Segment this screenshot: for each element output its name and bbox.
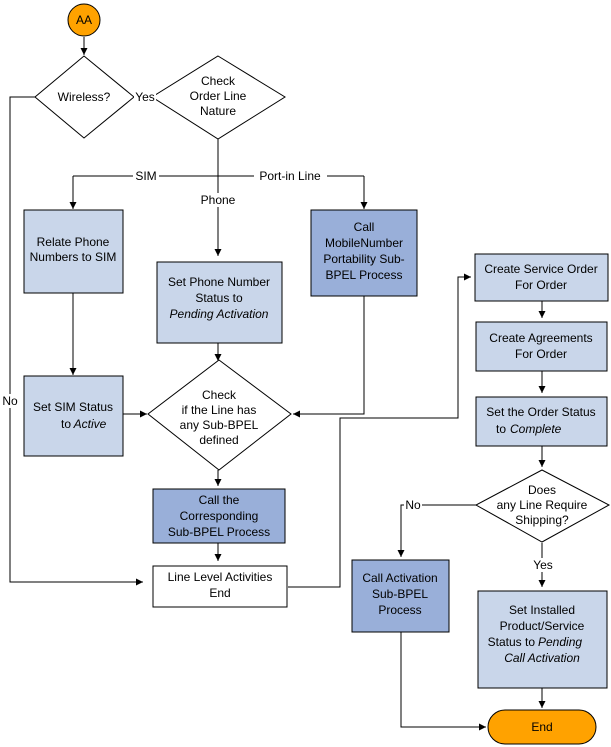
phone-label: Phone [201,193,236,207]
check-nature-line1: Check [201,74,236,88]
call-corr-line3: Sub-BPEL Process [168,525,270,539]
shipping-line2: any Line Require [497,498,588,512]
relate-phone-line1: Relate Phone [37,235,110,249]
installed-line1: Set Installed [509,603,575,617]
wireless-label: Wireless? [58,90,111,104]
shipping-line3: Shipping? [515,513,569,527]
call-mnp-line3: Portability Sub- [323,252,404,266]
connectors [9,37,546,731]
check-nature-decision: Check Order Line Nature [151,55,286,140]
set-sim-status-box: Set SIM Status to Active [23,375,124,457]
call-mnp-box: Call MobileNumber Portability Sub- BPEL … [310,209,418,297]
installed-line3-italic: Pending [538,635,582,649]
start-label: AA [76,13,92,27]
end-terminator: End [487,709,597,745]
portin-label: Port-in Line [259,169,321,183]
line-level-line1: Line Level Activities [168,570,273,584]
service-order-line1: Create Service Order [484,262,597,276]
set-phone-line2: Status to [195,291,243,305]
check-subbpel-line2: if the Line has [182,403,257,417]
call-activation-box: Call Activation Sub-BPEL Process [351,559,450,633]
set-phone-status-box: Set Phone Number Status to Pending Activ… [156,261,283,344]
set-installed-box: Set Installed Product/Service Status to … [477,590,608,689]
set-sim-line1: Set SIM Status [33,400,113,414]
relate-phone-box: Relate Phone Numbers to SIM [23,209,124,294]
set-phone-line3: Pending Activation [170,307,269,321]
check-subbpel-decision: Check if the Line has any Sub-BPEL defin… [147,359,292,471]
call-activation-line2: Sub-BPEL [372,587,428,601]
set-phone-line1: Set Phone Number [168,275,270,289]
call-corr-line1: Call the [199,493,240,507]
installed-line4: Call Activation [504,651,580,665]
shipping-decision: Does any Line Require Shipping? [474,469,611,543]
set-order-status-box: Set the Order Status to Complete [475,396,608,447]
yes-label-shipping: Yes [533,558,553,572]
yes-label-wireless: Yes [135,90,155,104]
check-nature-line3: Nature [200,104,236,118]
installed-line3: Status to [488,635,536,649]
installed-line2: Product/Service [500,619,585,633]
call-corresponding-box: Call the Corresponding Sub-BPEL Process [152,488,286,544]
order-status-line1: Set the Order Status [486,405,595,419]
shipping-line1: Does [528,483,556,497]
relate-phone-line2: Numbers to SIM [30,250,117,264]
create-agreements-box: Create Agreements For Order [475,321,608,372]
set-sim-line2: to [61,417,71,431]
wireless-decision: Wireless? [34,55,135,139]
call-mnp-line1: Call [354,220,375,234]
no-label-wireless: No [2,394,18,408]
call-activation-line1: Call Activation [362,571,437,585]
service-order-line2: For Order [515,278,567,292]
create-service-order-box: Create Service Order For Order [474,253,609,302]
agreements-line1: Create Agreements [489,331,592,345]
order-status-italic: Complete [510,422,562,436]
set-sim-line2-italic: Active [73,417,107,431]
agreements-line2: For Order [515,347,567,361]
check-subbpel-line4: defined [199,433,238,447]
check-subbpel-line3: any Sub-BPEL [180,418,259,432]
check-subbpel-line1: Check [202,388,237,402]
no-label-shipping: No [405,498,421,512]
start-terminator: AA [67,3,101,37]
end-label: End [531,720,552,734]
call-mnp-line4: BPEL Process [326,268,403,282]
line-level-end-box: Line Level Activities End [152,565,288,608]
order-status-to: to [496,422,506,436]
call-mnp-line2: MobileNumber [325,236,403,250]
line-level-line2: End [209,586,230,600]
sim-label: SIM [135,169,156,183]
call-activation-line3: Process [378,603,421,617]
call-corr-line2: Corresponding [180,509,259,523]
check-nature-line2: Order Line [190,89,247,103]
